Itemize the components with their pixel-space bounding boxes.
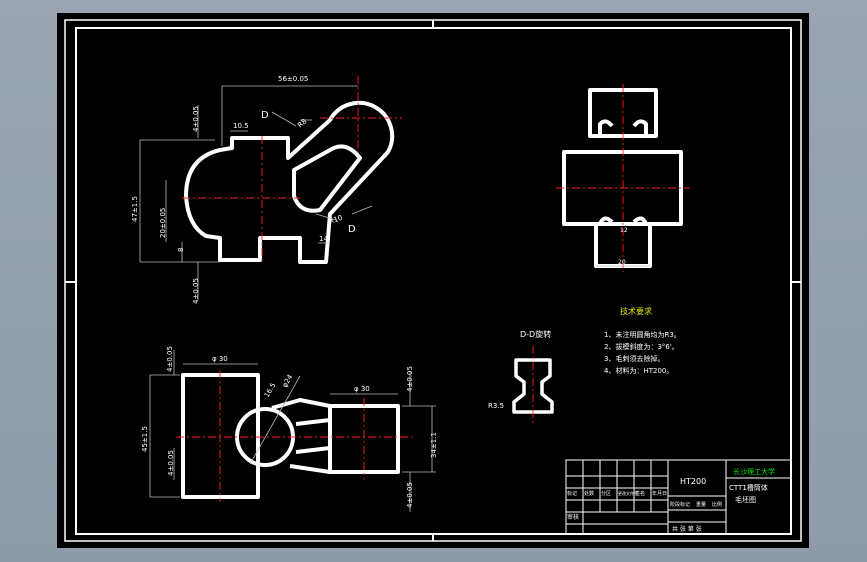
- section-label-top: D: [261, 110, 269, 121]
- top-arm-inner: [295, 418, 332, 454]
- title-school: 长沙理工大学: [733, 467, 775, 476]
- side-top-notches: [598, 119, 648, 136]
- note-2: 2、拔模斜度为：3°6'。: [604, 342, 679, 351]
- dim-top-top-right: 4±0.05: [406, 366, 414, 392]
- title-part-name-line2: 毛坯图: [735, 495, 756, 504]
- section-label-bottom: D: [348, 224, 356, 235]
- front-center-lines: [182, 76, 402, 262]
- top-left-block: [181, 373, 260, 499]
- side-bottom-notches: [598, 216, 648, 225]
- note-1: 1、未注明圆角均为R3。: [604, 330, 681, 339]
- dim-top-height-left: 45±1.5: [141, 426, 149, 452]
- stage-label-mark: 阶段标记: [670, 501, 690, 508]
- dim-top-left-small: 4±0.05: [167, 450, 175, 476]
- note-3: 3、毛刺须去除掉。: [604, 354, 664, 363]
- section-profile: [512, 358, 554, 414]
- row-label-count: 处数: [584, 490, 594, 497]
- notes-title: 技术要求: [620, 306, 652, 316]
- top-dimension-lines: [149, 350, 436, 512]
- row-label-zone: 分区: [601, 490, 611, 497]
- section-title: D-D旋转: [520, 329, 551, 339]
- dim-front-left-small: 4±0.05: [192, 106, 200, 132]
- top-arm-outline: [271, 398, 331, 474]
- dim-front-height: 47±1.5: [131, 196, 139, 222]
- dim-front-bottom-left: 8: [177, 248, 185, 252]
- front-dimension-lines: [139, 85, 373, 300]
- stage-label-weight: 重量: [696, 501, 706, 508]
- dim-top-top-left: 4±0.05: [166, 346, 174, 372]
- dim-top-bottom-right: 4±0.05: [406, 482, 414, 508]
- top-center-lines: [176, 370, 412, 502]
- border-centre-marks: [65, 20, 801, 541]
- top-view: φ 30 4±0.05 16.5 φ24 φ 30 4±0.05 45±1.5 …: [141, 346, 438, 512]
- dim-front-under: 4±0.05: [192, 278, 200, 304]
- side-view: 20 12: [556, 84, 690, 272]
- note-4: 4、材料为：HT200。: [604, 366, 673, 375]
- row-label-mark: 标记: [567, 490, 577, 497]
- dim-front-bottom-right: 14: [319, 235, 328, 243]
- technical-notes: 技术要求 1、未注明圆角均为R3。 2、拔模斜度为：3°6'。 3、毛刺须去除掉…: [604, 306, 681, 375]
- row-label-file: 更改文件号: [618, 490, 638, 496]
- title-part-name-line1: CTT1槽筒体: [729, 483, 768, 492]
- dim-side-width: 20: [618, 259, 626, 266]
- title-audit: 审核: [567, 513, 579, 521]
- title-sheet-count: 共 张 第 张: [672, 525, 702, 533]
- dim-top-dia-right: φ 30: [354, 385, 370, 393]
- title-block: HT200 长沙理工大学 CTT1槽筒体 毛坯图 标记 处数 分区 更改文件号 …: [565, 459, 792, 535]
- front-arm-inner: [292, 144, 362, 213]
- stage-label-scale: 比例: [712, 501, 722, 508]
- title-material: HT200: [680, 477, 706, 486]
- row-label-sign: 签名: [635, 490, 645, 497]
- side-center-lines: [556, 84, 690, 272]
- front-view: 56±0.05 10.5 D R8 4±0.05 47±1.5 20±0.05 …: [131, 75, 402, 304]
- dim-side-small: 12: [620, 227, 628, 234]
- row-label-date: 年月日: [652, 490, 667, 497]
- dim-top-dia-left: φ 30: [212, 355, 228, 363]
- dim-top-height-right: 34±1.1: [430, 432, 438, 458]
- dim-front-inner: 20±0.05: [159, 208, 167, 238]
- dim-section-radius: R3.5: [488, 402, 504, 410]
- dim-front-top: 56±0.05: [278, 75, 308, 83]
- section-view: D-D旋转 R3.5: [488, 329, 554, 424]
- dim-front-top-small: 10.5: [233, 122, 249, 130]
